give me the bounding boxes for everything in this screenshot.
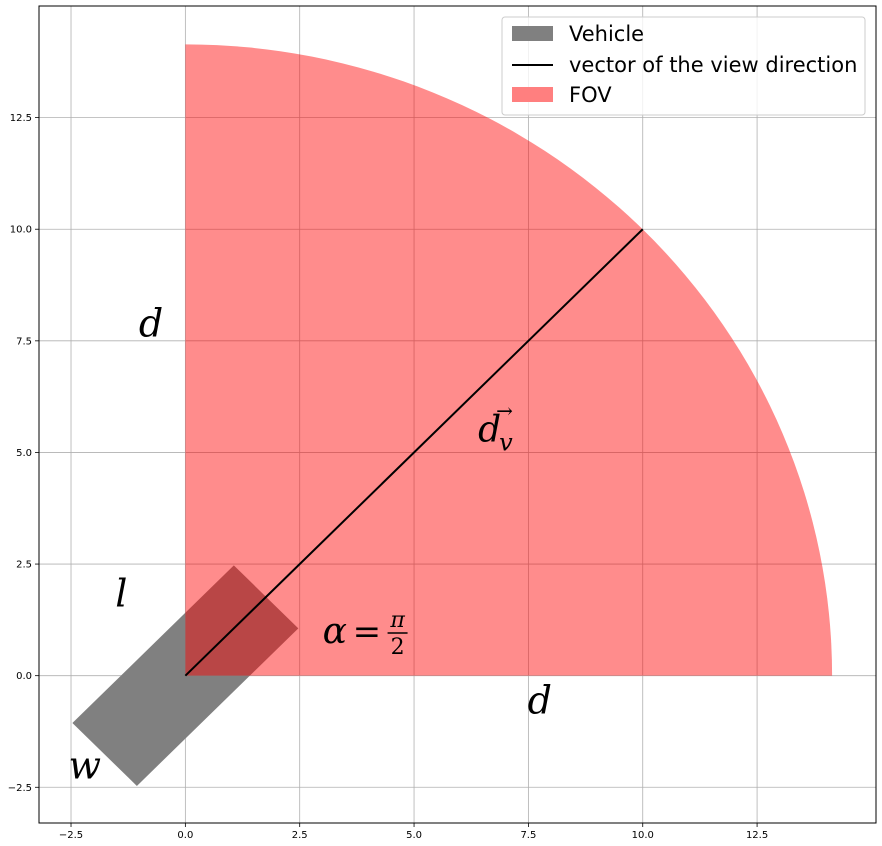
x-tick-label: 7.5 [520,830,536,841]
annotation-d-vector: d [478,409,501,450]
x-tick-label: 10.0 [632,830,654,841]
annotation-two: 2 [391,635,405,660]
legend-label: Vehicle [569,22,644,46]
view-direction-line [184,228,644,677]
x-tick-label: 0.0 [177,830,193,841]
y-tick-label: 5.0 [16,448,32,459]
annotation-d-bottom: d [528,679,552,723]
x-tick-label: 5.0 [406,830,422,841]
annotation-d-left: d [139,301,163,345]
annotation-alpha: α [323,611,347,652]
annotation-subscript-v: v [499,428,513,456]
annotation-w: w [68,743,101,787]
y-tick-label: −2.5 [8,783,32,794]
annotation-vector-arrow: → [496,398,513,422]
annotation-pi: π [389,608,405,633]
y-tick-label: 2.5 [16,560,32,571]
legend-label: vector of the view direction [569,53,857,77]
annotation-equals: = [353,612,382,652]
legend-label: FOV [569,83,612,107]
axes-ticks: −2.5 0.0 2.5 5.0 7.5 10.0 12.5 −2.5 0.0 2.5 5.0 7.5… [8,113,769,841]
y-tick-label: 0.0 [16,671,32,682]
plot-area [72,44,833,786]
x-tick-label: 2.5 [292,830,308,841]
legend-box [501,16,866,116]
plot-frame [38,5,877,824]
y-tick-label: 10.0 [10,225,32,236]
y-tick-label: 12.5 [10,113,32,124]
x-tick-label: 12.5 [746,830,768,841]
legend-swatch [512,87,553,102]
x-tick-label: −2.5 [59,830,83,841]
annotation-l: l [115,571,127,615]
legend-swatch [512,26,553,41]
y-tick-label: 7.5 [16,336,32,347]
